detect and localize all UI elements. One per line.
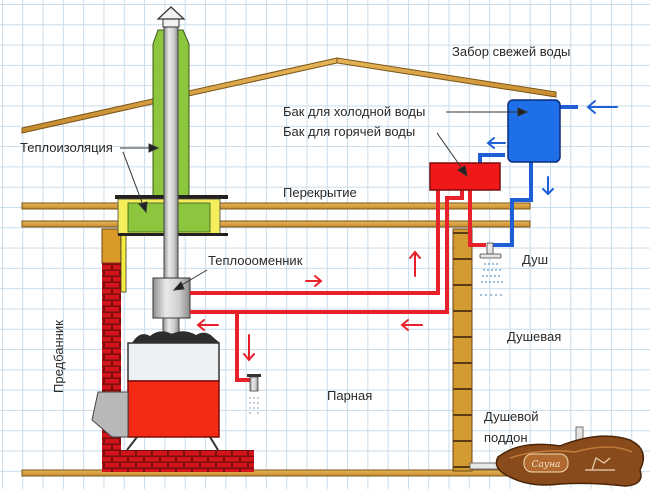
stove-firebox (127, 380, 220, 438)
shower-head (479, 242, 503, 296)
label-shower-tray-line1: Душевой (484, 409, 539, 424)
cold-water-tank (507, 99, 561, 163)
roof (21, 57, 557, 134)
left-wall-brick-section (102, 263, 121, 470)
stove-brick-base (102, 450, 254, 472)
arrow-left-icon (586, 100, 618, 114)
heat-exchanger (152, 277, 191, 319)
labels: Забор свежей воды Бак для холодной воды … (20, 44, 570, 445)
logo-bathhouse-icon (585, 457, 615, 471)
stove-stones (132, 331, 220, 343)
flow-arrows (196, 100, 618, 362)
arrowhead-icon (172, 281, 185, 291)
arrowhead-icon (517, 107, 529, 117)
arrowhead-icon (138, 201, 148, 214)
label-shower-tray-line2: поддон (484, 430, 528, 445)
stove-leg-right (209, 436, 219, 451)
hot-tank-leader (436, 132, 464, 171)
label-hot-tank: Бак для горячей воды (283, 124, 415, 139)
tap-water-drops (249, 397, 259, 414)
stove-flue-neck (162, 317, 180, 335)
label-changing-room: Предбанник (51, 320, 66, 393)
stove-leg-left (126, 436, 138, 451)
heat-exchanger-leader (179, 269, 208, 287)
arrow-right-icon (305, 275, 323, 287)
label-steam-room: Парная (327, 388, 372, 403)
label-fresh-water-intake: Забор свежей воды (452, 44, 570, 59)
logo-text: Сауна (532, 460, 561, 470)
hot-shower-pipe (468, 188, 486, 247)
arrow-left-icon (196, 319, 219, 331)
logo-wood-grain (509, 446, 633, 459)
cold-water-pipes (478, 105, 578, 247)
chimney-cap-icon (156, 6, 186, 20)
label-cold-tank: Бак для холодной воды (283, 104, 425, 119)
arrowhead-icon (148, 143, 160, 153)
stove-stone-compartment (127, 342, 220, 382)
shower-water-drops (480, 263, 503, 296)
chimney-pipe (163, 23, 179, 283)
label-insulation: Теплоизоляция (20, 140, 113, 155)
partition-wall (452, 228, 473, 472)
left-wall-insulation-strip (120, 231, 127, 293)
hot-tap-pipe (235, 312, 250, 382)
cold-shower-pipe (492, 161, 533, 247)
hot-supply-pipe (190, 190, 440, 295)
label-heat-exchanger: Теплоооменник (208, 253, 303, 268)
arrow-down-icon (243, 334, 255, 362)
stove-feed-door (91, 391, 129, 438)
sauna-logo: Сауна (495, 435, 645, 487)
steam-room-tap (247, 374, 261, 414)
logo-wood-board (495, 435, 645, 487)
floor-beam (21, 469, 513, 477)
label-ceiling: Перекрытие (283, 185, 357, 200)
label-shower: Душ (522, 252, 548, 267)
label-shower-room: Душевая (507, 329, 561, 344)
arrow-left-icon (486, 137, 506, 149)
ceiling-beam-lower (21, 220, 531, 228)
arrow-down-icon (542, 176, 554, 196)
leader-lines (120, 107, 529, 291)
stove (91, 331, 220, 451)
chimney-cap-neck (162, 18, 180, 28)
arrowhead-icon (457, 165, 468, 178)
roof-right-slope (336, 57, 557, 98)
logo-plaque (523, 453, 569, 473)
hot-water-pipes (190, 185, 486, 382)
hot-return-pipe (190, 185, 464, 314)
insulation-leader-2 (122, 151, 144, 206)
ceiling-beam-upper (21, 202, 531, 210)
cold-to-hot-tank-pipe (478, 153, 505, 165)
hot-water-tank (429, 162, 501, 191)
ceiling-beams (21, 202, 531, 228)
arrow-up-icon (409, 250, 421, 277)
arrow-left-icon (400, 319, 423, 331)
